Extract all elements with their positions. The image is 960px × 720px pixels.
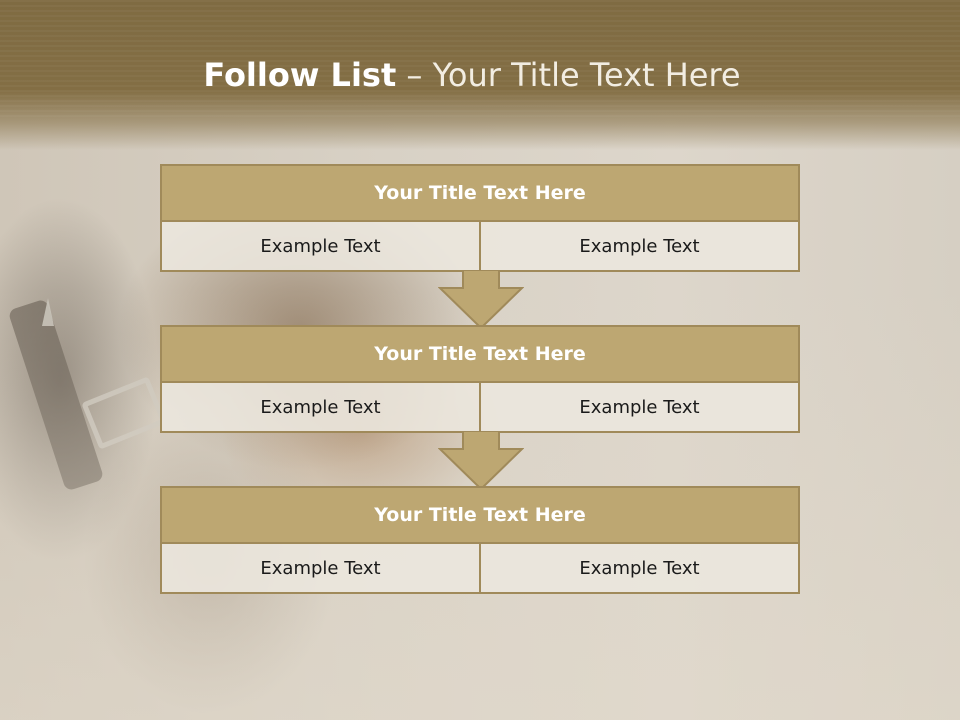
step-box-1: Your Title Text Here Example Text Exampl… <box>160 164 800 272</box>
header-texture <box>0 0 960 120</box>
step-box-3: Your Title Text Here Example Text Exampl… <box>160 486 800 594</box>
step-row: Example Text Example Text <box>162 383 798 431</box>
step-title: Your Title Text Here <box>162 166 798 222</box>
step-title: Your Title Text Here <box>162 488 798 544</box>
step-cell-left: Example Text <box>162 383 479 431</box>
step-cell-left: Example Text <box>162 222 479 270</box>
step-row: Example Text Example Text <box>162 544 798 592</box>
slide-title-rest: – Your Title Text Here <box>406 56 741 94</box>
step-box-2: Your Title Text Here Example Text Exampl… <box>160 325 800 433</box>
slide-title-bold: Follow List <box>203 56 397 94</box>
step-cell-right: Example Text <box>479 383 798 431</box>
step-cell-left: Example Text <box>162 544 479 592</box>
down-arrow-icon <box>438 431 524 491</box>
slide-title: Follow List – Your Title Text Here <box>0 56 944 94</box>
step-cell-right: Example Text <box>479 544 798 592</box>
header-band <box>0 0 960 150</box>
down-arrow-icon <box>438 270 524 330</box>
step-title: Your Title Text Here <box>162 327 798 383</box>
step-row: Example Text Example Text <box>162 222 798 270</box>
step-cell-right: Example Text <box>479 222 798 270</box>
